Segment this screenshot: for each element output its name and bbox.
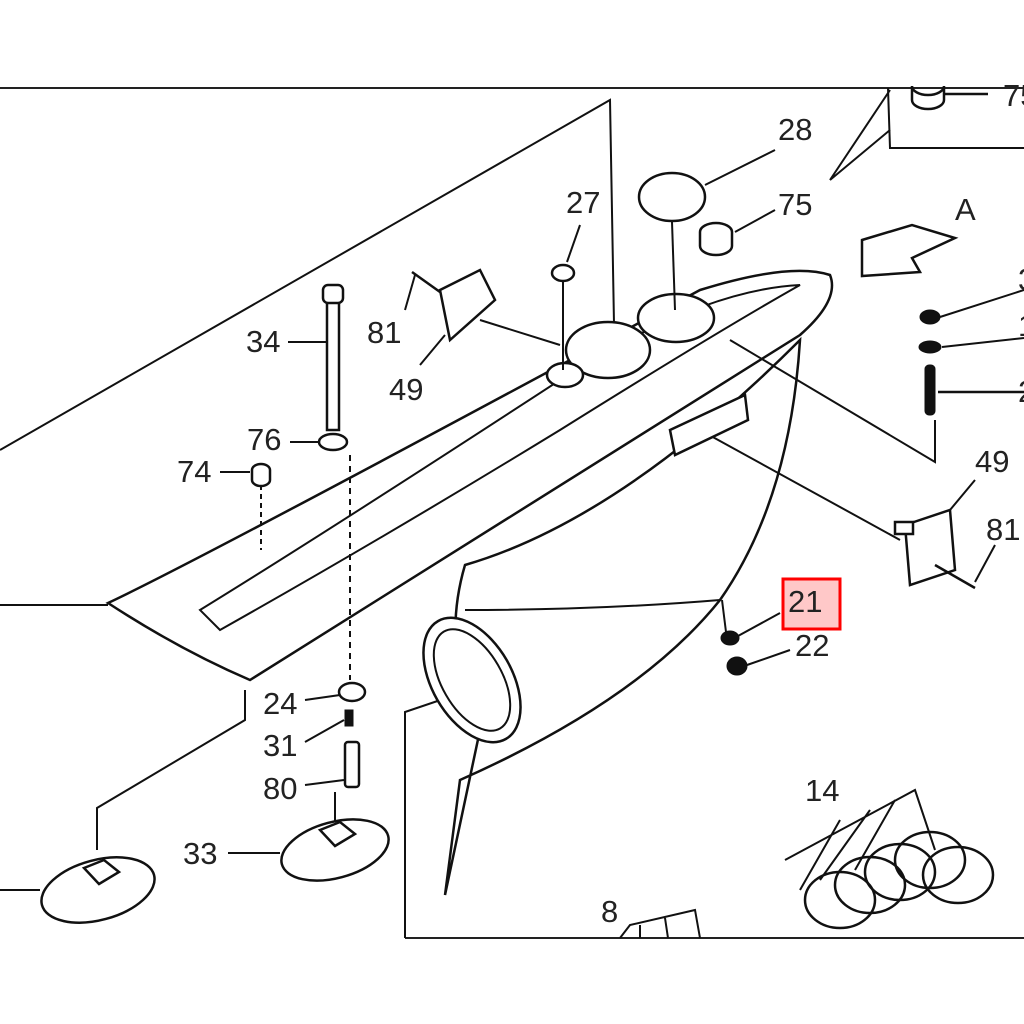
screw-81-right xyxy=(934,563,976,590)
callout-33: 33 xyxy=(183,836,217,871)
nut-icon xyxy=(919,309,941,325)
highlight-box-21 xyxy=(781,577,842,631)
callout-22: 22 xyxy=(795,628,829,663)
callout-edge-1: 1 xyxy=(1018,308,1024,343)
callout-81-right: 81 xyxy=(986,512,1020,547)
callout-31: 31 xyxy=(263,728,297,763)
stud-icon xyxy=(924,364,936,416)
callout-14: 14 xyxy=(805,773,839,808)
cover-inner-outline xyxy=(198,284,801,632)
port-ring-2 xyxy=(636,292,716,344)
plate-49-right xyxy=(903,508,957,587)
group-bracket-left xyxy=(0,98,616,451)
plug-22 xyxy=(726,656,748,676)
mount-foot-33 xyxy=(280,818,390,882)
callout-80: 80 xyxy=(263,771,297,806)
callout-74: 74 xyxy=(177,454,211,489)
bolt-34 xyxy=(325,288,341,432)
port-boss xyxy=(545,361,585,389)
callout-edge-3: 3 xyxy=(1018,262,1024,297)
intake-ring-inner xyxy=(432,628,512,732)
mount-foot-left xyxy=(40,856,156,924)
callout-49-left: 49 xyxy=(389,372,423,407)
group-bracket-right xyxy=(887,87,1024,149)
washer-24 xyxy=(337,681,367,703)
callout-76: 76 xyxy=(247,422,281,457)
callout-edge-2: 2 xyxy=(1018,374,1024,409)
oring-27 xyxy=(550,263,576,283)
frame-lines xyxy=(0,604,246,850)
rings-14 xyxy=(784,788,995,930)
cap-75-top xyxy=(910,85,946,111)
port-ring-1 xyxy=(564,320,652,380)
callout-24: 24 xyxy=(263,686,297,721)
screw-81-left xyxy=(411,270,441,294)
side-slot xyxy=(668,393,750,457)
view-a-arrow xyxy=(860,223,959,278)
callout-8: 8 xyxy=(601,894,618,929)
view-a-label: A xyxy=(955,192,976,227)
bolt-80 xyxy=(343,740,361,789)
plate-49-pin xyxy=(893,520,915,536)
pin-31 xyxy=(344,709,354,727)
washer-76 xyxy=(317,432,349,452)
callout-75: 75 xyxy=(778,187,812,222)
callout-27: 27 xyxy=(566,185,600,220)
callout-49-right: 49 xyxy=(975,444,1009,479)
plug-74 xyxy=(250,462,272,488)
washer-21 xyxy=(720,630,740,646)
callout-81-left: 81 xyxy=(367,315,401,350)
callout-75-top: 75 xyxy=(1003,78,1024,113)
part-8 xyxy=(619,908,701,939)
callout-34: 34 xyxy=(246,324,280,359)
cap-75 xyxy=(698,221,734,257)
leader-28-group xyxy=(829,89,891,181)
intake-ring xyxy=(422,616,522,744)
callout-28: 28 xyxy=(778,112,812,147)
callout-21: 21 xyxy=(788,584,822,619)
housing-seam xyxy=(464,599,721,611)
plate-49-left xyxy=(438,268,497,343)
seal-28 xyxy=(637,171,707,223)
washer-icon xyxy=(918,340,942,354)
